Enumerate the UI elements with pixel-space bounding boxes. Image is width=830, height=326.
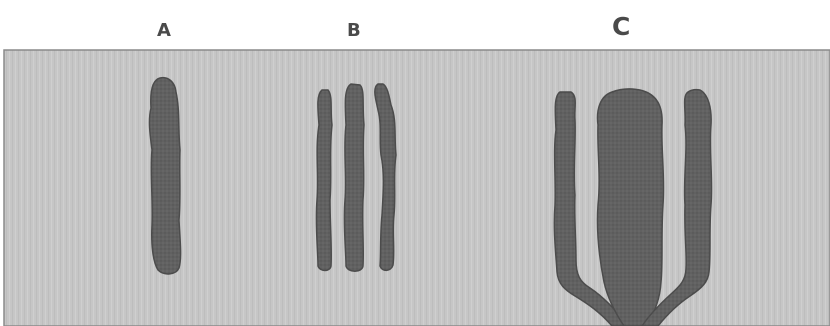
lane-a-band	[149, 78, 180, 274]
lane-b-band-left	[316, 90, 332, 271]
lane-b-band-middle	[344, 84, 364, 271]
lane-c-band-center	[597, 89, 663, 326]
